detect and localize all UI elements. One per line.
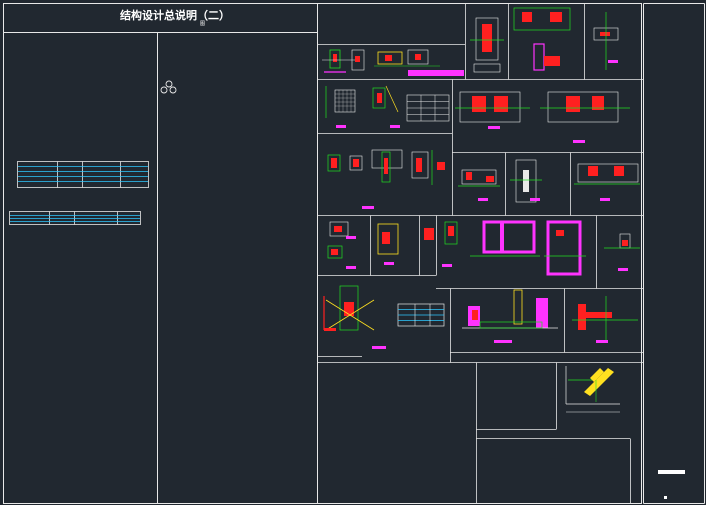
detail-drawing-8: [323, 285, 445, 349]
rebar-table-1-rows: [18, 166, 148, 182]
rebar-table-2-rows: [10, 215, 140, 222]
detail-grid: [318, 3, 643, 504]
detail-drawing-1: [322, 49, 464, 76]
sheet-title: 结构设计总说明（二）: [120, 9, 230, 22]
sheet-mark: [664, 496, 667, 499]
rebar-table-2: [9, 211, 141, 225]
scale-bar: [658, 470, 685, 474]
sheet-title-sub: 图: [200, 21, 206, 27]
detail-drawing-10: [572, 296, 638, 343]
detail-drawing-4: [455, 91, 630, 143]
detail-drawing-7: [327, 220, 640, 276]
detail-drawing-6: [458, 159, 640, 203]
rebar-table-1: [17, 161, 149, 188]
detail-drawing-3: [327, 149, 445, 209]
reference-symbol: [160, 80, 177, 94]
detail-drawing-11: [565, 366, 620, 413]
sheet-frame: [3, 3, 705, 504]
detail-drawing-2: [325, 85, 450, 128]
detail-drawing-5: [470, 7, 619, 73]
detail-drawing-9: [462, 289, 558, 343]
